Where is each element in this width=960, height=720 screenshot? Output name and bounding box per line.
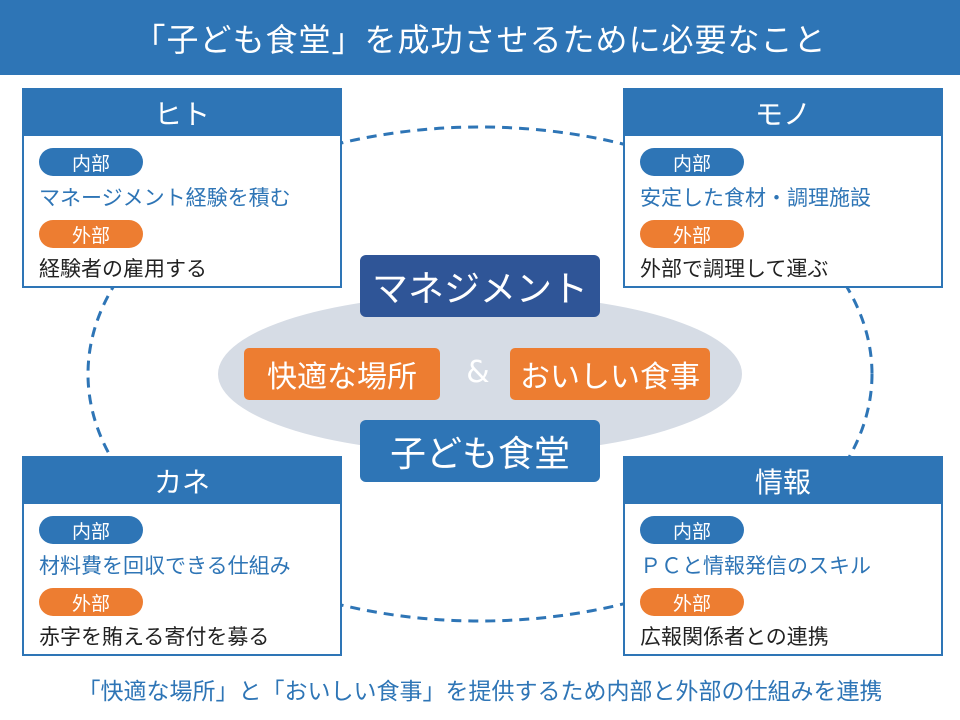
card-joho: 情報 内部 ＰＣと情報発信のスキル 外部 広報関係者との連携: [623, 456, 943, 656]
card-mono-outer-label: 外部: [640, 220, 744, 248]
footer-caption: 「快適な場所」と「おいしい食事」を提供するため内部と外部の仕組みを連携: [77, 679, 883, 705]
card-mono: モノ 内部 安定した食材・調理施設 外部 外部で調理して運ぶ: [623, 88, 943, 288]
card-mono-inner-label: 内部: [640, 148, 744, 176]
card-hito-outer-label: 外部: [39, 220, 143, 248]
delicious-meal-box: おいしい食事: [510, 348, 710, 400]
card-kane-inner-text: 材料費を回収できる仕組み: [39, 554, 291, 578]
card-joho-inner-label: 内部: [640, 516, 744, 544]
ampersand: &: [466, 355, 490, 390]
card-hito: ヒト 内部 マネージメント経験を積む 外部 経験者の雇用する: [22, 88, 342, 288]
card-hito-header: ヒト: [24, 90, 340, 136]
card-kane-outer-label: 外部: [39, 588, 143, 616]
card-joho-header: 情報: [625, 458, 941, 504]
card-joho-outer-label: 外部: [640, 588, 744, 616]
card-kane-header: カネ: [24, 458, 340, 504]
card-joho-outer-text: 広報関係者との連携: [640, 625, 829, 649]
card-hito-outer-text: 経験者の雇用する: [39, 257, 207, 281]
comfortable-place-box: 快適な場所: [244, 348, 440, 400]
card-kane-inner-label: 内部: [39, 516, 143, 544]
management-box: マネジメント: [360, 255, 600, 317]
page-title: 「子ども食堂」を成功させるために必要なこと: [0, 0, 960, 75]
card-kane-outer-text: 赤字を賄える寄付を募る: [39, 625, 270, 649]
card-mono-header: モノ: [625, 90, 941, 136]
inner-ellipse: [218, 294, 742, 454]
card-joho-inner-text: ＰＣと情報発信のスキル: [640, 554, 871, 578]
card-mono-inner-text: 安定した食材・調理施設: [640, 186, 871, 210]
card-mono-outer-text: 外部で調理して運ぶ: [640, 257, 829, 281]
card-kane: カネ 内部 材料費を回収できる仕組み 外部 赤字を賄える寄付を募る: [22, 456, 342, 656]
kodomo-shokudo-box: 子ども食堂: [360, 420, 600, 482]
outer-dashed-ellipse: [86, 125, 874, 623]
card-hito-inner-label: 内部: [39, 148, 143, 176]
card-hito-inner-text: マネージメント経験を積む: [39, 186, 291, 210]
